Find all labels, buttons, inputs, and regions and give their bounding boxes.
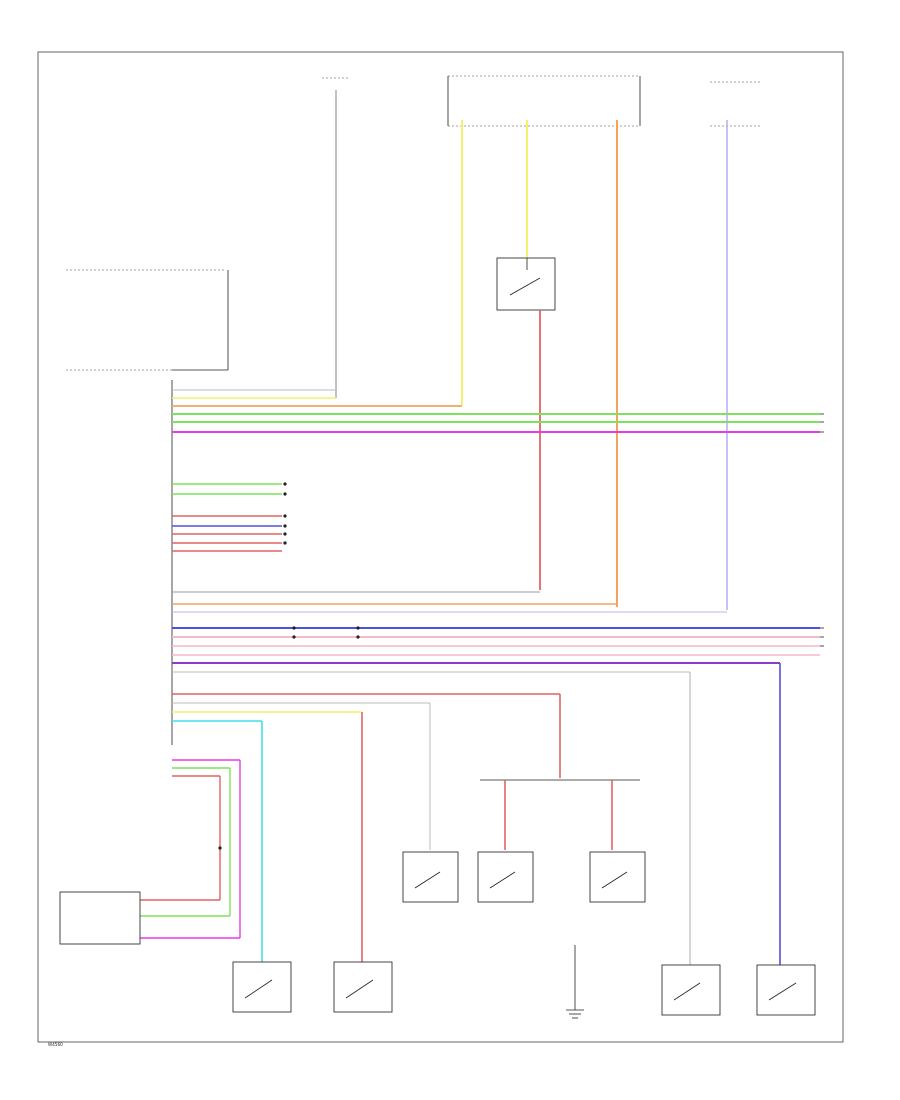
- main-control-module: [66, 369, 173, 745]
- mid-wire-bundle: [172, 591, 820, 673]
- diagram-frame: [37, 51, 844, 1043]
- upper-left-ref: [66, 269, 229, 371]
- flasher-wires: [172, 482, 287, 496]
- lower-left-component: [59, 891, 141, 945]
- footer-code: W4560: [48, 1042, 63, 1047]
- output-wire-group: [172, 514, 287, 552]
- top-fuse-group: [322, 75, 760, 127]
- upper-wire-bundle: [172, 389, 820, 433]
- relay-component: [496, 257, 556, 590]
- switch-row-upper: [402, 851, 646, 903]
- lower-wire-bundle: [172, 693, 561, 962]
- switch-row-lower: [232, 961, 816, 1016]
- splice-bar: [480, 779, 640, 850]
- right-terminals: [820, 413, 824, 647]
- lower-left-wires: [140, 759, 241, 939]
- ground-symbol: [566, 945, 584, 1019]
